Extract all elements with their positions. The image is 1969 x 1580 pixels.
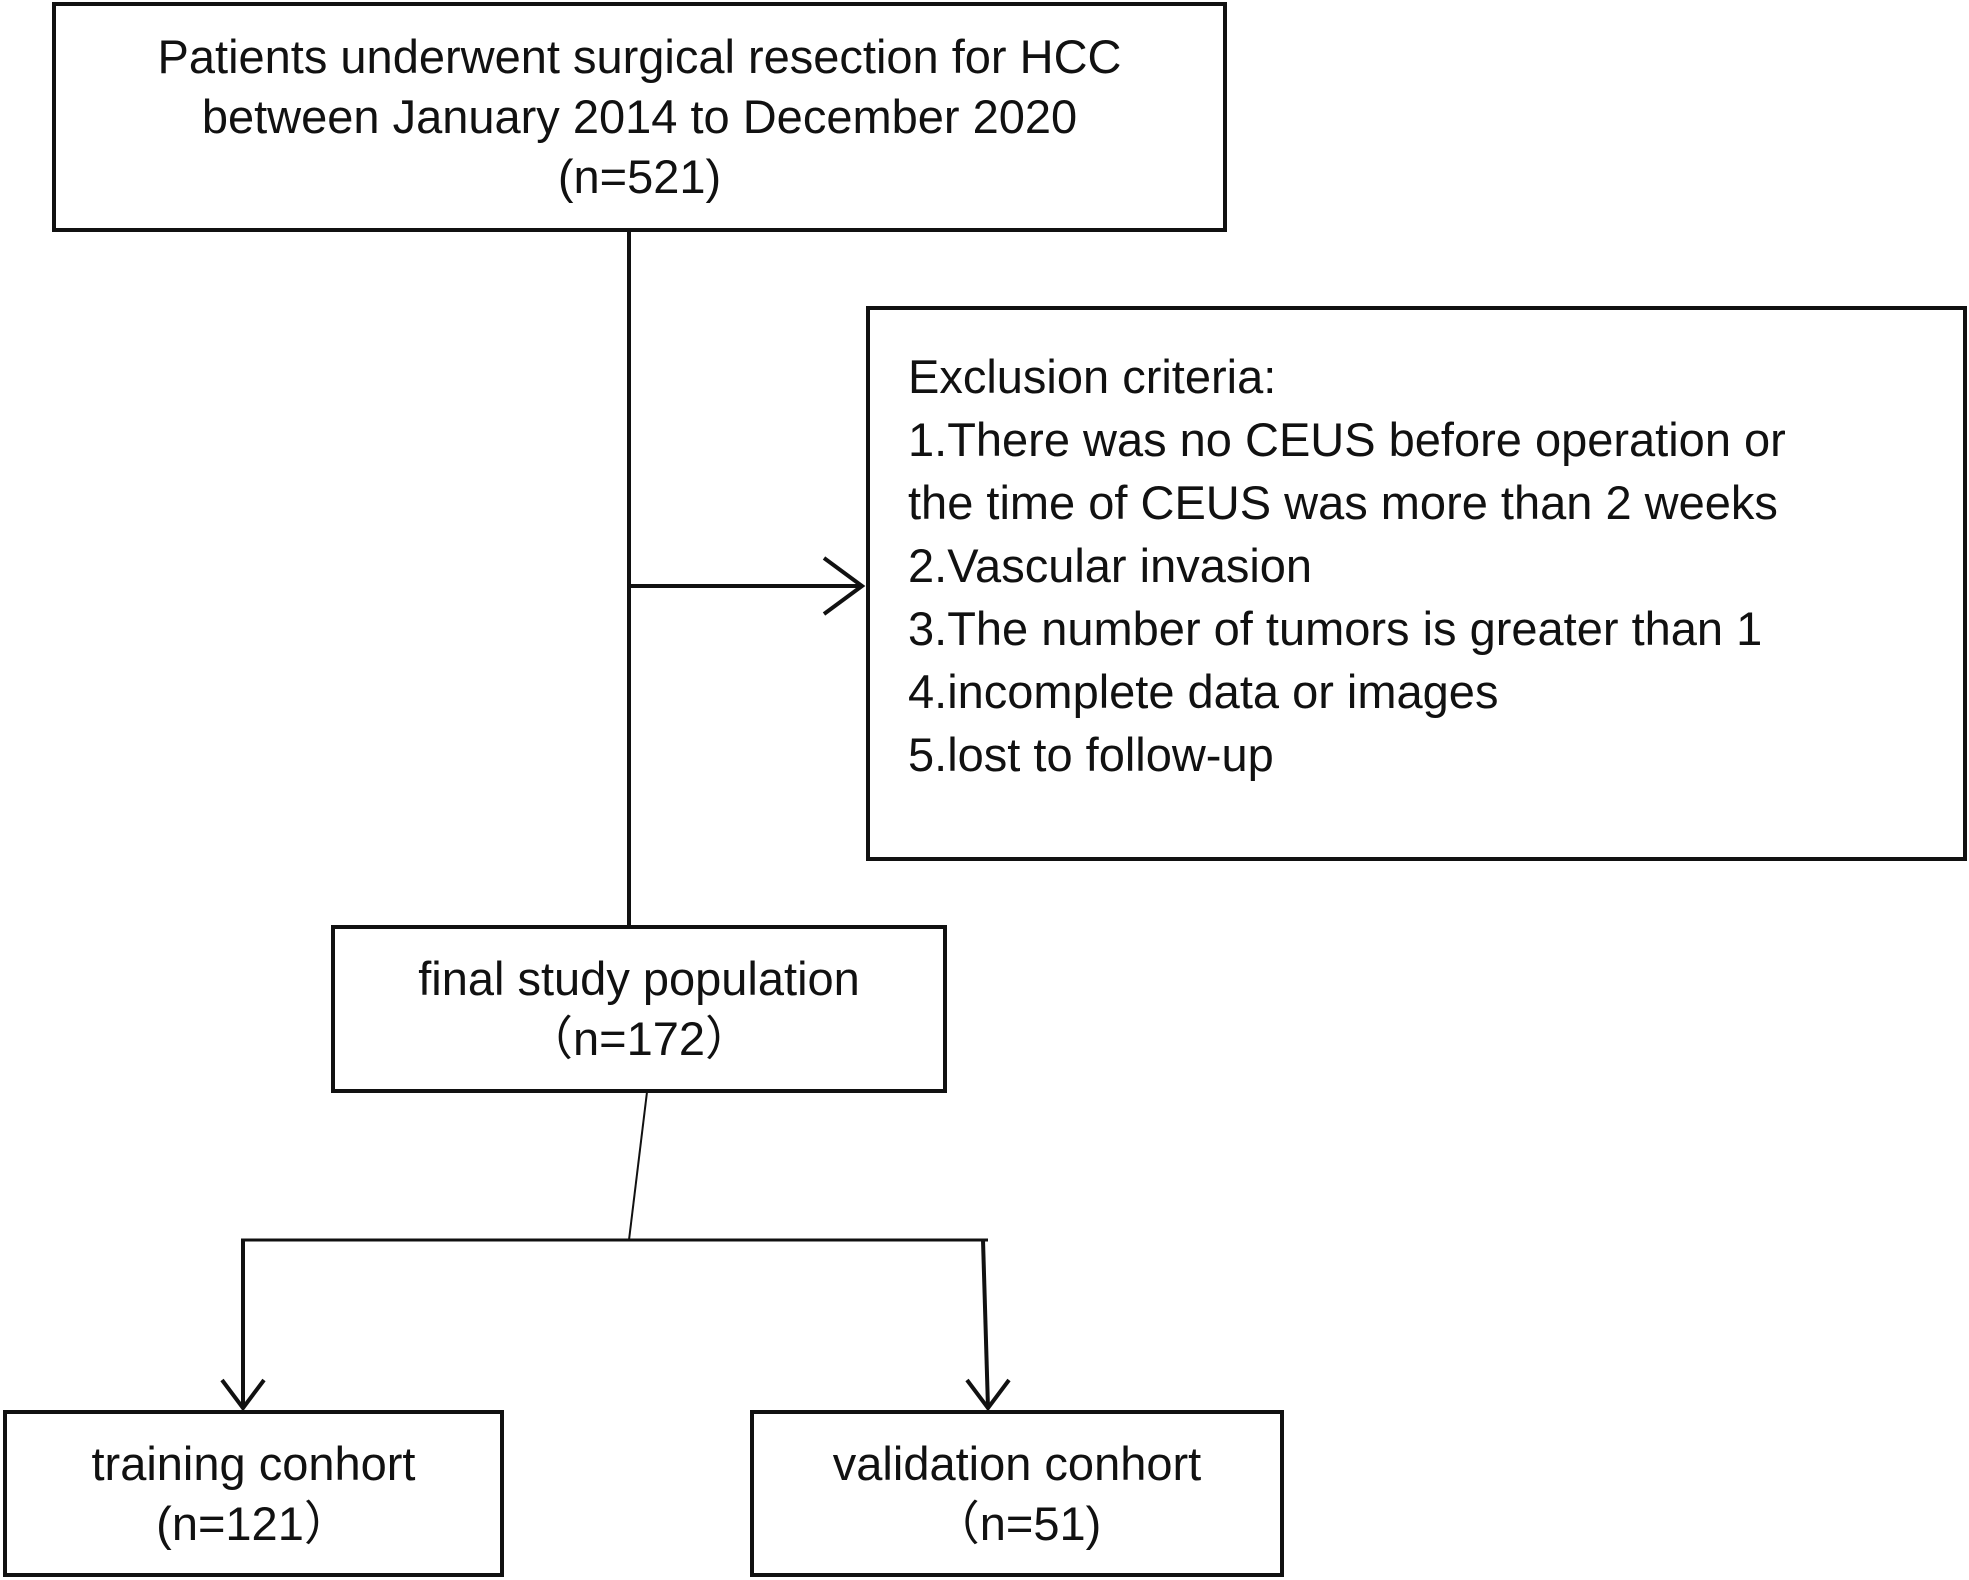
training-cohort-box: training conhort (n=121） — [3, 1410, 504, 1577]
exclusion-criteria-box: Exclusion criteria: 1.There was no CEUS … — [866, 306, 1967, 861]
final-count: （n=172） — [525, 1012, 752, 1065]
final-label: final study population — [418, 952, 860, 1005]
exclusion-line: 5.lost to follow-up — [908, 728, 1274, 781]
validation-label: validation conhort — [832, 1436, 1202, 1490]
source-count: (n=521) — [557, 150, 722, 203]
training-label: training conhort — [91, 1436, 416, 1490]
final-study-population-box: final study population （n=172） — [331, 925, 947, 1093]
exclusion-line: 1.There was no CEUS before operation or — [908, 413, 1786, 466]
connector-to-validation — [981, 1239, 990, 1409]
training-count: (n=121） — [156, 1496, 351, 1550]
exclusion-header: Exclusion criteria: — [908, 350, 1277, 403]
arrowhead-validation — [965, 1378, 1011, 1412]
exclusion-line: 3.The number of tumors is greater than 1 — [908, 602, 1763, 655]
validation-count: （n=51) — [932, 1496, 1102, 1550]
validation-cohort-box: validation conhort （n=51) — [750, 1410, 1284, 1577]
connector-final-down — [628, 1091, 648, 1241]
source-line-2: between January 2014 to December 2020 — [201, 90, 1078, 143]
arrowhead-training — [220, 1378, 266, 1412]
source-population-box: Patients underwent surgical resection fo… — [52, 2, 1227, 232]
arrowhead-exclusion — [822, 556, 866, 616]
exclusion-line: the time of CEUS was more than 2 weeks — [908, 476, 1778, 529]
source-line-1: Patients underwent surgical resection fo… — [157, 30, 1122, 83]
exclusion-line: 4.incomplete data or images — [908, 665, 1499, 718]
exclusion-line: 2.Vascular invasion — [908, 539, 1313, 592]
